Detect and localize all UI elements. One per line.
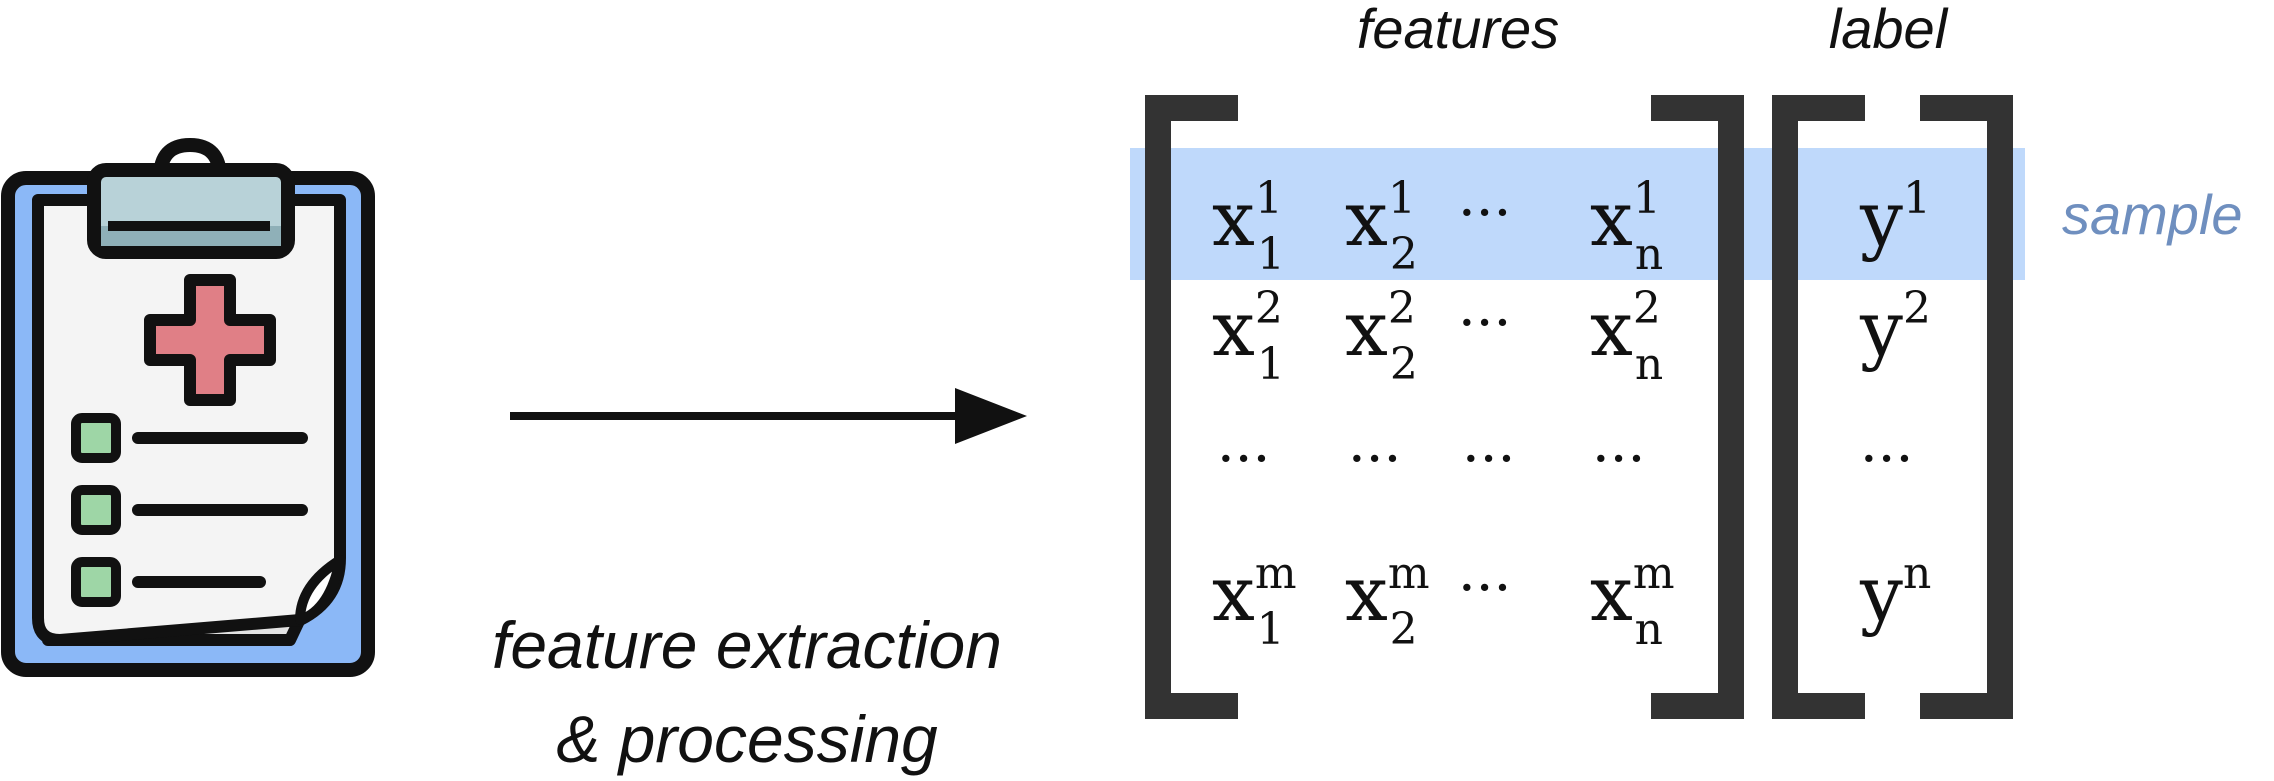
checklist — [71, 413, 308, 607]
label-header: label — [1829, 0, 1949, 60]
checkbox — [71, 557, 121, 607]
matrix-cell-ellipsis: ··· — [1348, 427, 1401, 492]
matrix-cell-ellipsis: ··· — [1462, 427, 1515, 492]
sample-highlight — [1130, 148, 2025, 280]
arrow-right-icon — [510, 388, 1027, 444]
matrix-cell-ellipsis: ··· — [1458, 556, 1511, 621]
matrix-ellipsis-row: ··· ··· ··· ··· ··· — [1217, 427, 1913, 492]
label-cell-y: yn — [1859, 548, 1931, 638]
matrix-cell-ellipsis: ··· — [1458, 291, 1511, 356]
features-matrix-brackets — [1145, 95, 1744, 719]
label-cell-y: y2 — [1859, 283, 1931, 373]
features-header: features — [1357, 0, 1559, 60]
medical-clipboard-icon — [1, 137, 375, 677]
sample-label: sample — [2062, 183, 2243, 246]
matrix-cell-ellipsis: ··· — [1458, 181, 1511, 246]
clip-ring — [153, 137, 227, 179]
label-cell-y: y1 — [1859, 173, 1931, 263]
caption-line-2: & processing — [556, 702, 938, 776]
medical-cross-icon — [144, 274, 276, 406]
label-vector-brackets — [1772, 95, 2013, 719]
checkbox — [71, 485, 121, 535]
matrix-cell-ellipsis: ··· — [1592, 427, 1645, 492]
label-cell-ellipsis: ··· — [1860, 427, 1913, 492]
caption-line-1: feature extraction — [492, 608, 1002, 682]
matrix-cell-ellipsis: ··· — [1217, 427, 1270, 492]
checkbox — [71, 413, 121, 463]
paper-curl — [295, 555, 345, 625]
